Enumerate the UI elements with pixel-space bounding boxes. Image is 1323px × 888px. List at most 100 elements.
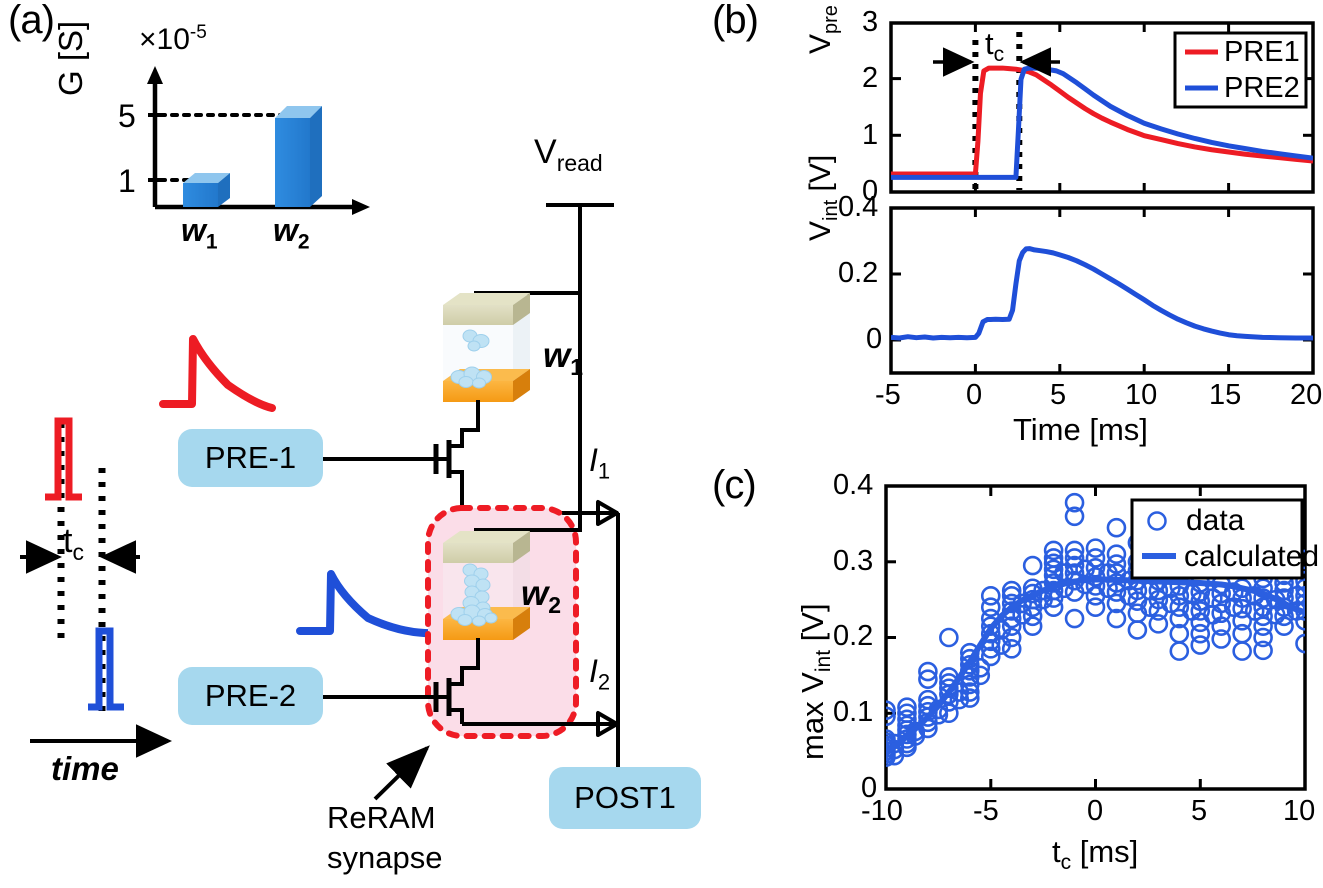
c-data-point	[886, 733, 905, 754]
timing-diagram	[20, 417, 172, 758]
c-data-point	[1295, 578, 1305, 599]
panel-a	[20, 66, 620, 801]
c-data-point	[980, 646, 1001, 667]
c-calculated-line	[886, 576, 1305, 756]
c-xtick-0: 0	[1087, 795, 1104, 827]
c-data-point	[1190, 635, 1211, 655]
w2-device-label: w2	[521, 574, 562, 618]
c-data-point	[1295, 593, 1305, 614]
b-top-legend-label-pre2[interactable]: PRE2	[1224, 72, 1300, 104]
b-bot-ytick-04: 0.4	[838, 191, 879, 223]
panel-a-tag: (a)	[8, 0, 55, 42]
panel-c-tag: (c)	[712, 463, 757, 507]
panel-a-bar-chart	[147, 66, 370, 215]
c-data-point	[918, 669, 938, 689]
c-data-point	[1148, 614, 1169, 634]
b-bot-xtick-15: 15	[1209, 379, 1242, 411]
w1-bottom-wire	[460, 400, 480, 447]
pre-1-node[interactable]: PRE-1	[178, 429, 323, 487]
b-bot-xticks	[973, 208, 1231, 373]
reram-device-w1	[443, 293, 530, 402]
timing-pulse-blue	[88, 627, 124, 711]
c-data-point	[980, 616, 1001, 636]
b-top-series-pre2	[891, 65, 1313, 180]
c-xtick--5: -5	[973, 795, 999, 827]
c-data-point	[897, 697, 917, 717]
c-data-point	[970, 657, 991, 678]
timing-pulse-red	[45, 417, 82, 501]
tc-timing-label: tc	[63, 522, 84, 565]
c-data-point	[1295, 611, 1305, 631]
c-data-point	[1232, 598, 1252, 619]
c-legend-label-data[interactable]: data	[1186, 504, 1245, 537]
c-data-point	[1211, 616, 1231, 636]
i1-label: I1	[589, 442, 611, 484]
c-data-point	[1106, 517, 1127, 538]
pre-1-label: PRE-1	[204, 440, 297, 475]
c-data-point	[1043, 548, 1064, 568]
c-ytick-03: 0.3	[833, 545, 874, 577]
c-data-point	[1043, 540, 1064, 561]
c-data-point	[980, 586, 1001, 606]
bar-exponent-label: ×10-5	[139, 22, 207, 56]
b-bot-xlabel: Time [ms]	[1013, 412, 1148, 447]
b-bot-xtick-10: 10	[1125, 379, 1158, 411]
c-ytick-01: 0.1	[833, 696, 874, 728]
transistor-2	[322, 668, 464, 724]
reram-annotation-arrow-icon	[373, 745, 430, 801]
c-legend-label-calculated[interactable]: calculated	[1184, 540, 1320, 573]
c-data-point	[1295, 586, 1305, 606]
time-axis-label: time	[51, 750, 119, 787]
c-data-point	[1106, 544, 1127, 564]
c-data-point	[1064, 492, 1085, 513]
bar-exponent-sup: -5	[189, 22, 207, 43]
c-data-point	[1085, 538, 1106, 558]
b-top-ylabel: Vpre [V]	[804, 5, 842, 54]
c-data-point	[1148, 589, 1169, 610]
c-data-point	[1085, 558, 1106, 578]
b-bot-series-vint	[891, 246, 1313, 341]
c-data-point	[1295, 570, 1305, 591]
bar-ytick-label-5: 5	[118, 98, 136, 134]
c-data-point	[1169, 623, 1190, 644]
c-legend-marker-data	[1147, 511, 1167, 531]
c-data-point	[1064, 540, 1085, 561]
bar-w2	[275, 106, 322, 207]
c-data-point	[1106, 608, 1127, 629]
c-data-point	[1169, 586, 1190, 606]
post-1-label: POST1	[574, 780, 676, 815]
bar-xtick-label-w1: w1	[181, 212, 218, 254]
c-data-point	[886, 729, 896, 749]
b-top-ytick-3: 3	[862, 6, 879, 38]
c-data-point	[959, 688, 980, 708]
c-xtick-10: 10	[1283, 795, 1316, 827]
post-1-node[interactable]: POST1	[549, 767, 701, 829]
c-data-point	[1022, 555, 1043, 576]
c-ytick-04: 0.4	[833, 469, 874, 501]
circuit-vread	[546, 203, 614, 513]
c-data-point	[1232, 611, 1252, 631]
c-data-point	[905, 721, 926, 742]
c-ylabel: max Vint [V]	[795, 603, 836, 760]
reram-device-w2	[443, 531, 530, 640]
b-bot-plotbox	[889, 206, 1315, 375]
c-data-point	[980, 639, 1001, 659]
b-bot-xtick-20: 20	[1290, 379, 1323, 411]
b-bot-ytick-0: 0	[866, 323, 883, 355]
c-data-point	[1190, 623, 1211, 644]
b-top-tc-label: tc	[985, 26, 1005, 67]
c-data-point	[1001, 627, 1022, 648]
c-data-point	[1253, 627, 1273, 648]
c-data-point	[1211, 593, 1231, 614]
b-top-legend-box	[1173, 31, 1308, 109]
panel-b-bottom-chart	[889, 206, 1315, 375]
c-data-point	[918, 689, 938, 710]
pre-2-node[interactable]: PRE-2	[178, 667, 323, 725]
c-xlabel: tc [ms]	[1052, 834, 1139, 875]
c-data-point	[918, 661, 938, 682]
bar-xaxis-arrow-icon	[352, 199, 370, 215]
c-data-point	[1106, 582, 1127, 602]
c-data-point	[1001, 580, 1022, 601]
b-top-legend-label-pre1[interactable]: PRE1	[1224, 36, 1300, 68]
c-data-point	[1274, 616, 1294, 636]
